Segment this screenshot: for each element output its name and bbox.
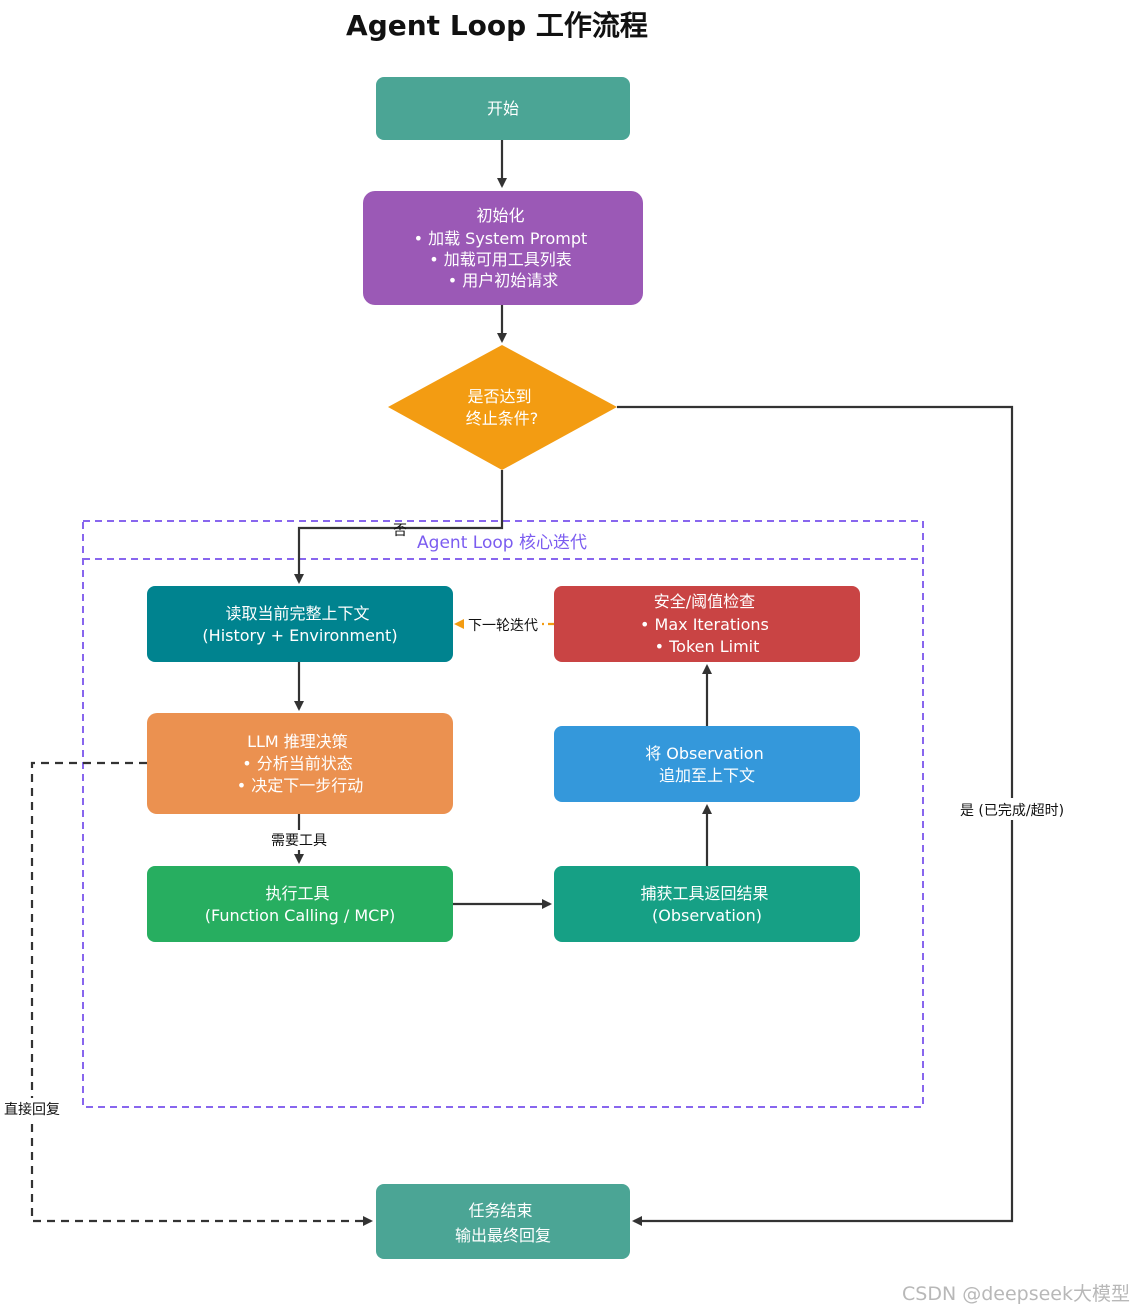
node-end-label: 任务结束 输出最终回复 <box>455 1201 551 1245</box>
edge-label-direct-reply-bg <box>0 1098 64 1120</box>
node-capture-label: 捕获工具返回结果 (Observation) <box>640 884 773 925</box>
node-init-label: 初始化 • 加载 System Prompt • 加载可用工具列表 • 用户初始… <box>414 206 593 290</box>
node-start-label: 开始 <box>487 99 519 118</box>
edge-label-need-tool-bg <box>264 830 334 850</box>
node-decision <box>388 345 617 470</box>
node-read-context <box>147 586 453 662</box>
watermark: CSDN @deepseek大模型 <box>902 1283 1130 1305</box>
edge-decision-no-to-read-context <box>294 470 504 584</box>
node-llm-label: LLM 推理决策 • 分析当前状态 • 决定下一步行动 <box>237 732 364 795</box>
node-read-context-label: 读取当前完整上下文 (History + Environment) <box>202 604 397 645</box>
edge-label-yes-bg <box>942 798 1082 820</box>
node-safety-label: 安全/阈值检查 • Max Iterations • Token Limit <box>640 592 774 656</box>
node-safety <box>554 586 860 662</box>
diagram-title: Agent Loop 工作流程 <box>346 9 648 42</box>
edge-label-direct-reply: 直接回复 <box>4 1101 60 1118</box>
node-start <box>376 77 630 140</box>
edge-label-next-round: 下一轮迭代 <box>468 618 538 634</box>
node-init <box>363 191 643 305</box>
edge-label-no: 否 <box>393 523 407 539</box>
edge-llm-direct-reply-to-end <box>30 761 373 1226</box>
node-decision-label: 是否达到 终止条件? <box>466 387 539 428</box>
edge-label-need-tool: 需要工具 <box>271 833 327 849</box>
node-append-label: 将 Observation 追加至上下文 <box>645 744 769 785</box>
edge-label-next-round-bg <box>464 614 542 634</box>
node-exec-tool-label: 执行工具 (Function Calling / MCP) <box>205 884 395 925</box>
node-end <box>376 1184 630 1259</box>
node-llm <box>147 713 453 814</box>
node-capture <box>554 866 860 942</box>
node-exec-tool <box>147 866 453 942</box>
edge-label-yes: 是 (已完成/超时) <box>960 803 1064 819</box>
node-append <box>554 726 860 802</box>
core-loop-group-label: Agent Loop 核心迭代 <box>417 533 587 553</box>
